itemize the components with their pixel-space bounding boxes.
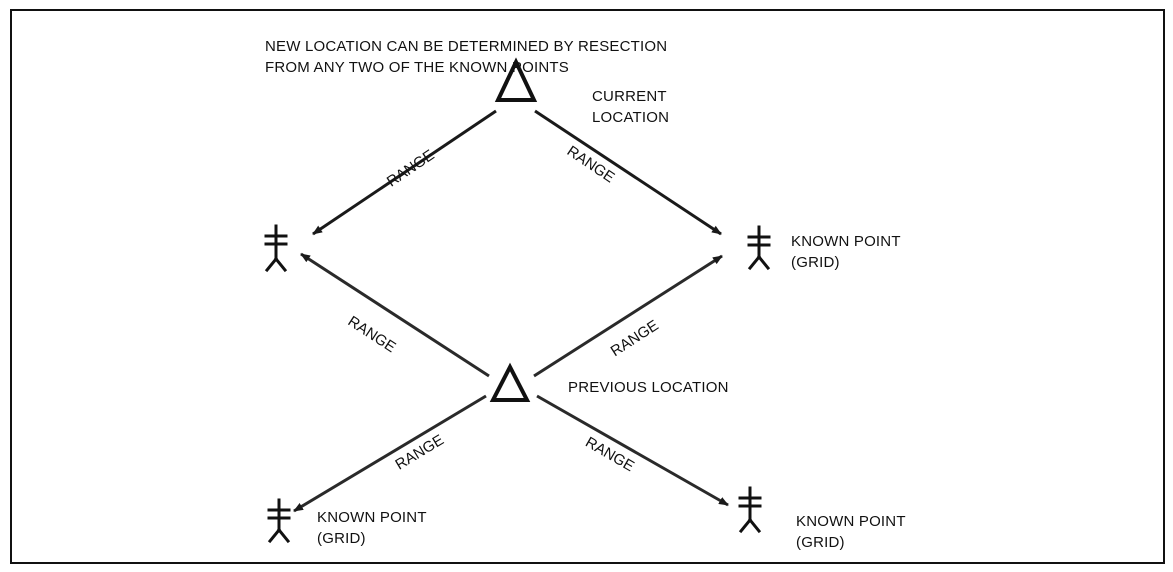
diagram-frame — [10, 9, 1165, 564]
range-arrow-previous-to-left — [300, 252, 490, 378]
range-arrow-previous-to-bottom-right — [536, 394, 729, 507]
range-arrow-current-to-left — [312, 109, 497, 236]
known-point-bottom-left-label: KNOWN POINT (GRID) — [317, 507, 427, 549]
range-arrow-previous-to-right — [533, 254, 723, 378]
known-point-left-survey-station-icon — [264, 224, 288, 273]
known-point-bottom-right-line-1: KNOWN POINT — [796, 513, 906, 530]
known-point-right-label: KNOWN POINT (GRID) — [791, 231, 901, 273]
diagram-caption-line-2: FROM ANY TWO OF THE KNOWN POINTS — [265, 59, 569, 76]
current-location-triangle-icon — [494, 57, 538, 102]
previous-location-triangle-icon — [489, 362, 531, 402]
known-point-bottom-left-line-1: KNOWN POINT — [317, 509, 427, 526]
current-location-line-2: LOCATION — [592, 109, 670, 126]
previous-location-label: PREVIOUS LOCATION — [568, 379, 729, 396]
diagram-caption-line-1: NEW LOCATION CAN BE DETERMINED BY RESECT… — [265, 38, 668, 55]
diagram-caption: NEW LOCATION CAN BE DETERMINED BY RESECT… — [265, 36, 667, 78]
known-point-bottom-right-line-2: (GRID) — [796, 534, 845, 551]
known-point-bottom-right-survey-station-icon — [738, 486, 762, 534]
current-location-label: CURRENT LOCATION — [592, 86, 669, 128]
known-point-right-survey-station-icon — [747, 225, 771, 271]
known-point-right-line-2: (GRID) — [791, 254, 840, 271]
known-point-bottom-left-line-2: (GRID) — [317, 530, 366, 547]
known-point-bottom-right-label: KNOWN POINT (GRID) — [796, 511, 906, 553]
range-arrow-current-to-right — [534, 109, 722, 236]
current-location-line-1: CURRENT — [592, 88, 667, 105]
known-point-right-line-1: KNOWN POINT — [791, 233, 901, 250]
range-arrow-previous-to-bottom-left — [293, 394, 487, 513]
known-point-bottom-left-survey-station-icon — [267, 498, 291, 544]
